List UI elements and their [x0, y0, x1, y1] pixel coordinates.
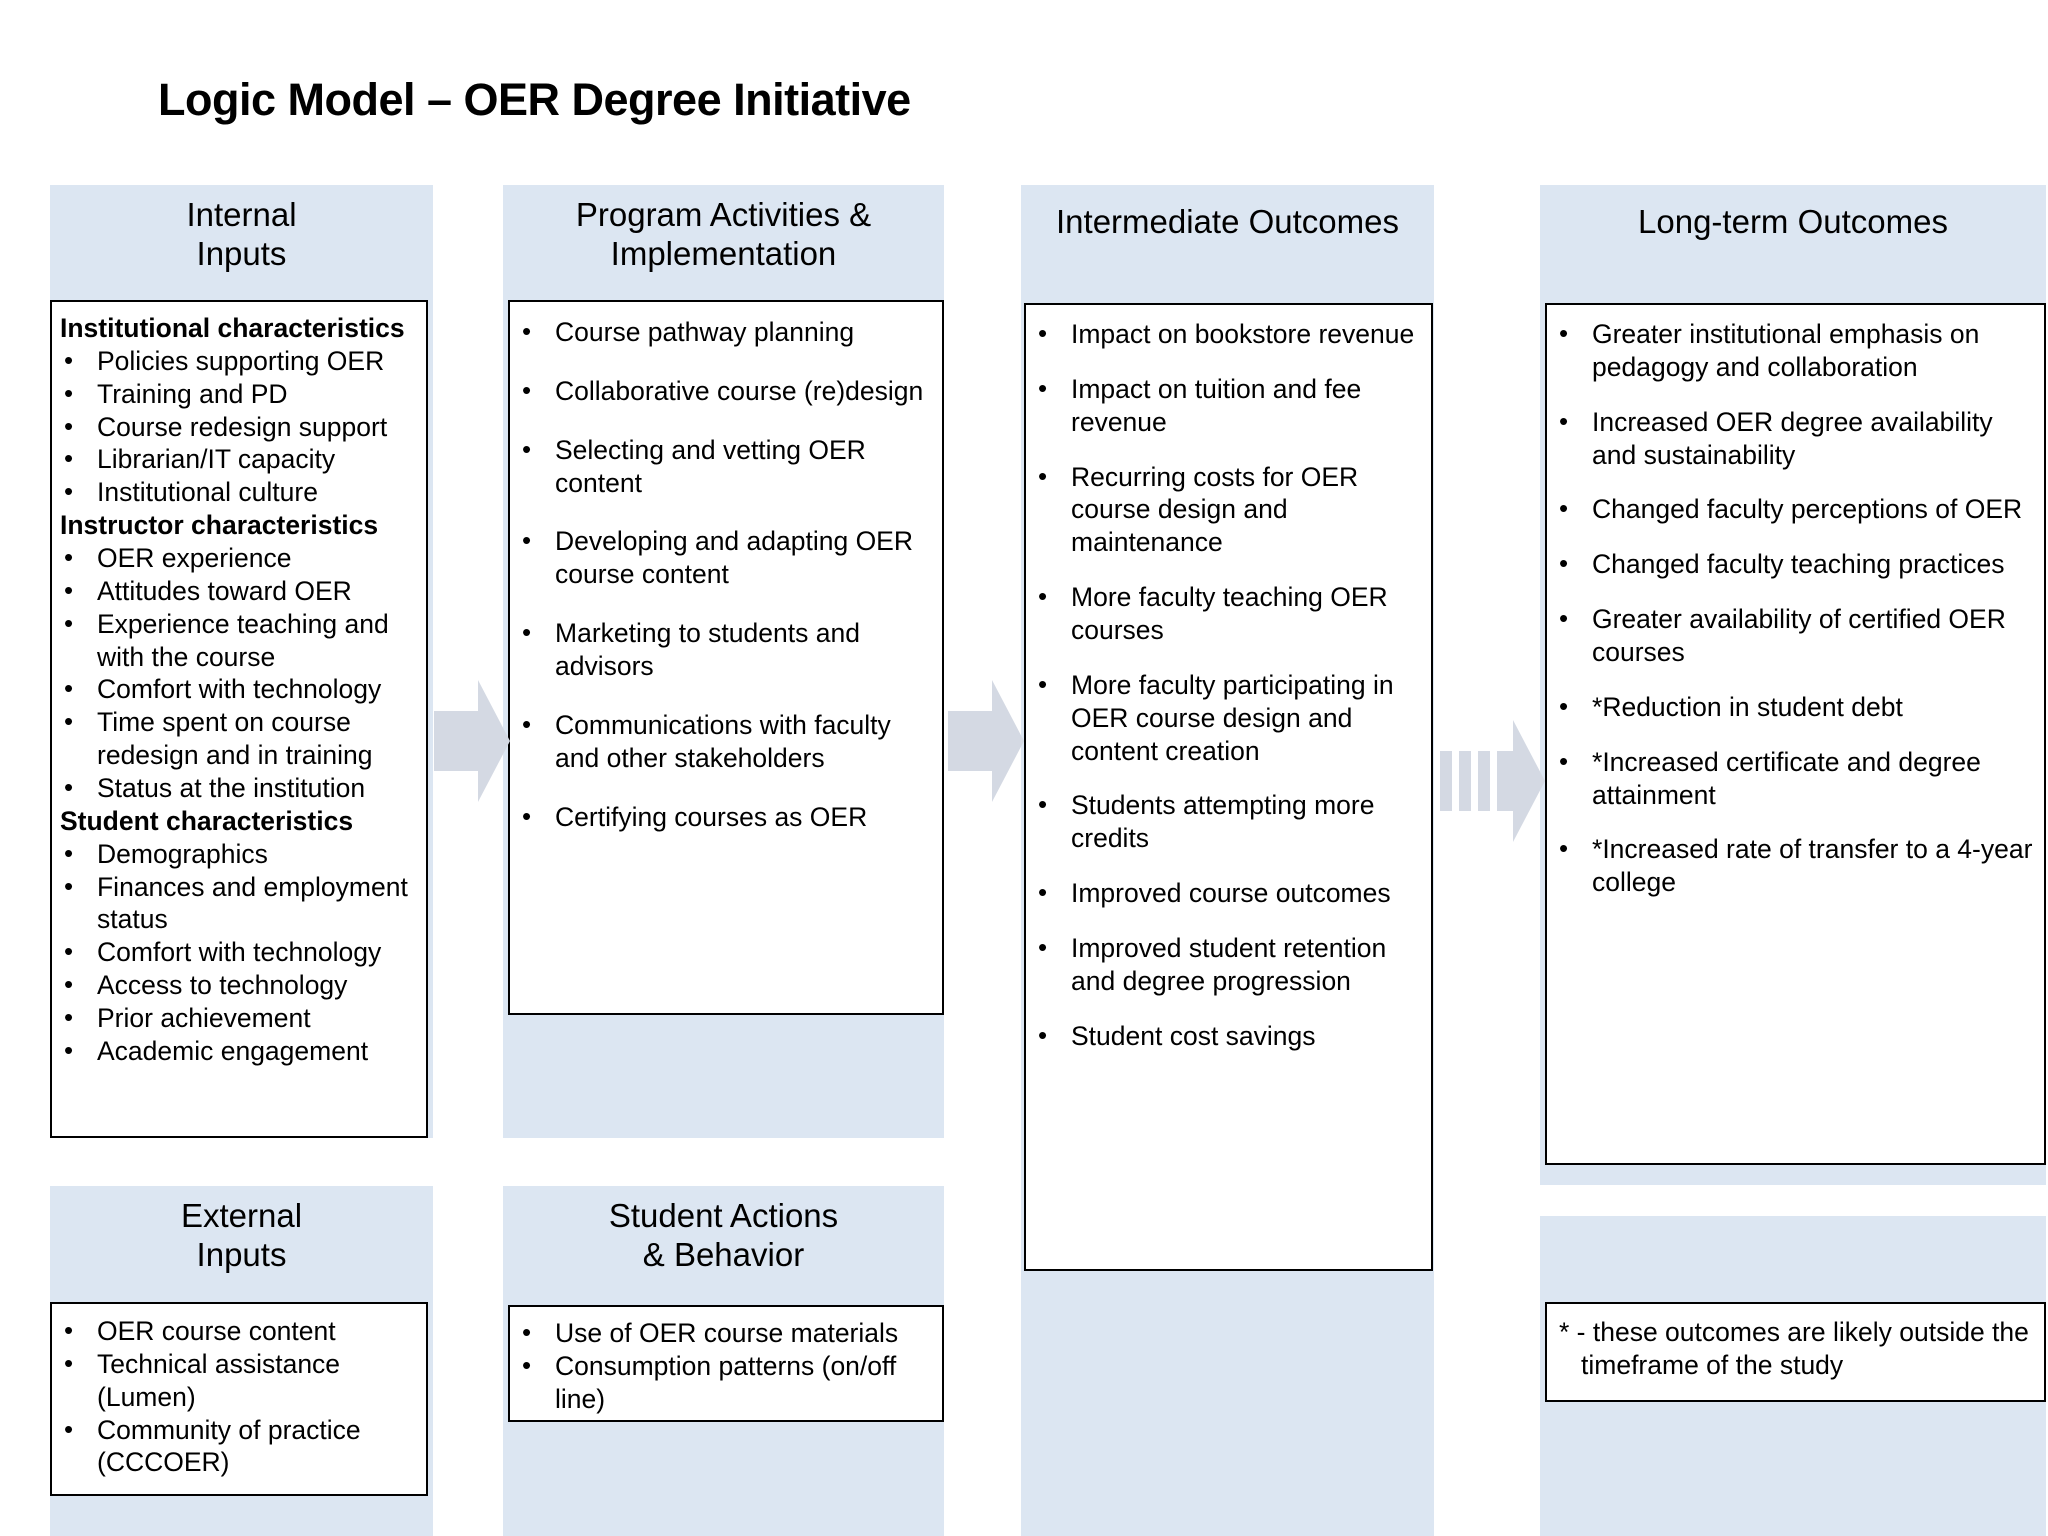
arrow-activities-to-intermediate — [948, 680, 1024, 802]
list-item: Institutional culture — [52, 475, 426, 509]
arrow-shape — [434, 680, 510, 802]
box-external-inputs: OER course content Technical assistance … — [50, 1302, 428, 1496]
list-item: OER course content — [52, 1314, 426, 1348]
list-item: Recurring costs for OER course design an… — [1026, 460, 1431, 560]
header-intermediate-outcomes: Intermediate Outcomes — [1021, 185, 1434, 303]
list-item: Consumption patterns (on/off line) — [510, 1349, 942, 1416]
list-item: Use of OER course materials — [510, 1316, 942, 1350]
list-item: Prior achievement — [52, 1001, 426, 1035]
box-footnote: * - these outcomes are likely outside th… — [1545, 1302, 2046, 1402]
list-item: Librarian/IT capacity — [52, 442, 426, 476]
list-item: Technical assistance (Lumen) — [52, 1347, 426, 1414]
box-internal-inputs: Institutional characteristics Policies s… — [50, 300, 428, 1138]
list-item: Academic engagement — [52, 1034, 426, 1068]
list-item: Increased OER degree availability and su… — [1547, 405, 2044, 472]
list-item: Changed faculty teaching practices — [1547, 547, 2044, 581]
arrow-head-shape — [1497, 720, 1545, 842]
header-line: Inputs — [196, 234, 287, 272]
list-program-activities: Course pathway planning Collaborative co… — [510, 302, 942, 833]
header-external-inputs: External Inputs — [50, 1186, 433, 1296]
header-program-activities: Program Activities & Implementation — [503, 185, 944, 295]
list-item: *Increased rate of transfer to a 4-year … — [1547, 832, 2044, 899]
arrow-stripe-bar — [1440, 751, 1452, 811]
list-item: Communications with faculty and other st… — [510, 708, 942, 775]
list-external-inputs: OER course content Technical assistance … — [52, 1304, 426, 1479]
list-item: Experience teaching and with the course — [52, 607, 426, 674]
list-item: Course pathway planning — [510, 315, 942, 349]
list-item: Course redesign support — [52, 410, 426, 444]
list-item: OER experience — [52, 541, 426, 575]
list-item: *Reduction in student debt — [1547, 690, 2044, 724]
arrow-stripe-bar — [1459, 751, 1471, 811]
list-item: Demographics — [52, 837, 426, 871]
header-long-term-outcomes: Long-term Outcomes — [1540, 185, 2046, 303]
list-item: Improved student retention and degree pr… — [1026, 931, 1431, 998]
list-section-heading: Institutional characteristics — [60, 313, 405, 343]
header-line: External — [180, 1197, 303, 1234]
arrow-shape — [948, 680, 1024, 802]
list-item: Selecting and vetting OER content — [510, 433, 942, 500]
list-item: Student cost savings — [1026, 1019, 1431, 1053]
arrow-stripe-bar — [1478, 751, 1490, 811]
list-internal-inputs: Institutional characteristics Policies s… — [52, 302, 426, 1068]
list-item: Finances and employment status — [52, 870, 426, 937]
header-internal-inputs: Internal Inputs — [50, 185, 433, 295]
list-item: More faculty teaching OER courses — [1026, 580, 1431, 647]
list-item: Status at the institution — [52, 771, 426, 805]
list-item: Time spent on course redesign and in tra… — [52, 705, 426, 772]
box-program-activities: Course pathway planning Collaborative co… — [508, 300, 944, 1015]
list-item: Greater availability of certified OER co… — [1547, 602, 2044, 669]
list-item: Impact on bookstore revenue — [1026, 317, 1431, 351]
page-title: Logic Model – OER Degree Initiative — [158, 74, 911, 125]
list-intermediate-outcomes: Impact on bookstore revenue Impact on tu… — [1026, 305, 1431, 1053]
list-item: Comfort with technology — [52, 935, 426, 969]
list-item: Community of practice (CCCOER) — [52, 1413, 426, 1480]
header-student-actions: Student Actions & Behavior — [503, 1186, 944, 1296]
list-item: Policies supporting OER — [52, 344, 426, 378]
header-line: Program Activities & — [575, 196, 872, 233]
list-item: Changed faculty perceptions of OER — [1547, 492, 2044, 526]
list-item: Developing and adapting OER course conte… — [510, 524, 942, 591]
list-item: *Increased certificate and degree attain… — [1547, 745, 2044, 812]
list-item: Collaborative course (re)design — [510, 374, 942, 408]
header-line: & Behavior — [642, 1235, 805, 1273]
list-item: Comfort with technology — [52, 672, 426, 706]
list-item: Certifying courses as OER — [510, 800, 942, 834]
list-item: More faculty participating in OER course… — [1026, 668, 1431, 768]
list-long-term-outcomes: Greater institutional emphasis on pedago… — [1547, 305, 2044, 899]
list-section-heading: Instructor characteristics — [60, 510, 379, 541]
arrow-intermediate-to-longterm — [1440, 720, 1545, 842]
box-long-term-outcomes: Greater institutional emphasis on pedago… — [1545, 303, 2046, 1165]
list-item: Training and PD — [52, 377, 426, 411]
header-line: Intermediate Outcomes — [1056, 203, 1399, 240]
list-item: Impact on tuition and fee revenue — [1026, 372, 1431, 439]
header-line: Internal — [186, 196, 297, 233]
list-item: Improved course outcomes — [1026, 876, 1431, 910]
header-line: Implementation — [610, 234, 837, 272]
list-item: Students attempting more credits — [1026, 788, 1431, 855]
list-item: Access to technology — [52, 968, 426, 1002]
box-intermediate-outcomes: Impact on bookstore revenue Impact on tu… — [1024, 303, 1433, 1271]
header-line: Student Actions — [608, 1197, 839, 1234]
list-section-heading: Student characteristics — [60, 805, 354, 836]
footnote-text: * - these outcomes are likely outside th… — [1559, 1317, 2029, 1381]
arrow-inputs-to-activities — [434, 680, 510, 802]
list-item: Attitudes toward OER — [52, 574, 426, 608]
list-student-actions: Use of OER course materials Consumption … — [510, 1307, 942, 1416]
header-line: Inputs — [196, 1235, 287, 1273]
list-item: Greater institutional emphasis on pedago… — [1547, 317, 2044, 384]
header-line: Long-term Outcomes — [1638, 203, 1948, 240]
list-item: Marketing to students and advisors — [510, 616, 942, 683]
box-student-actions: Use of OER course materials Consumption … — [508, 1305, 944, 1422]
